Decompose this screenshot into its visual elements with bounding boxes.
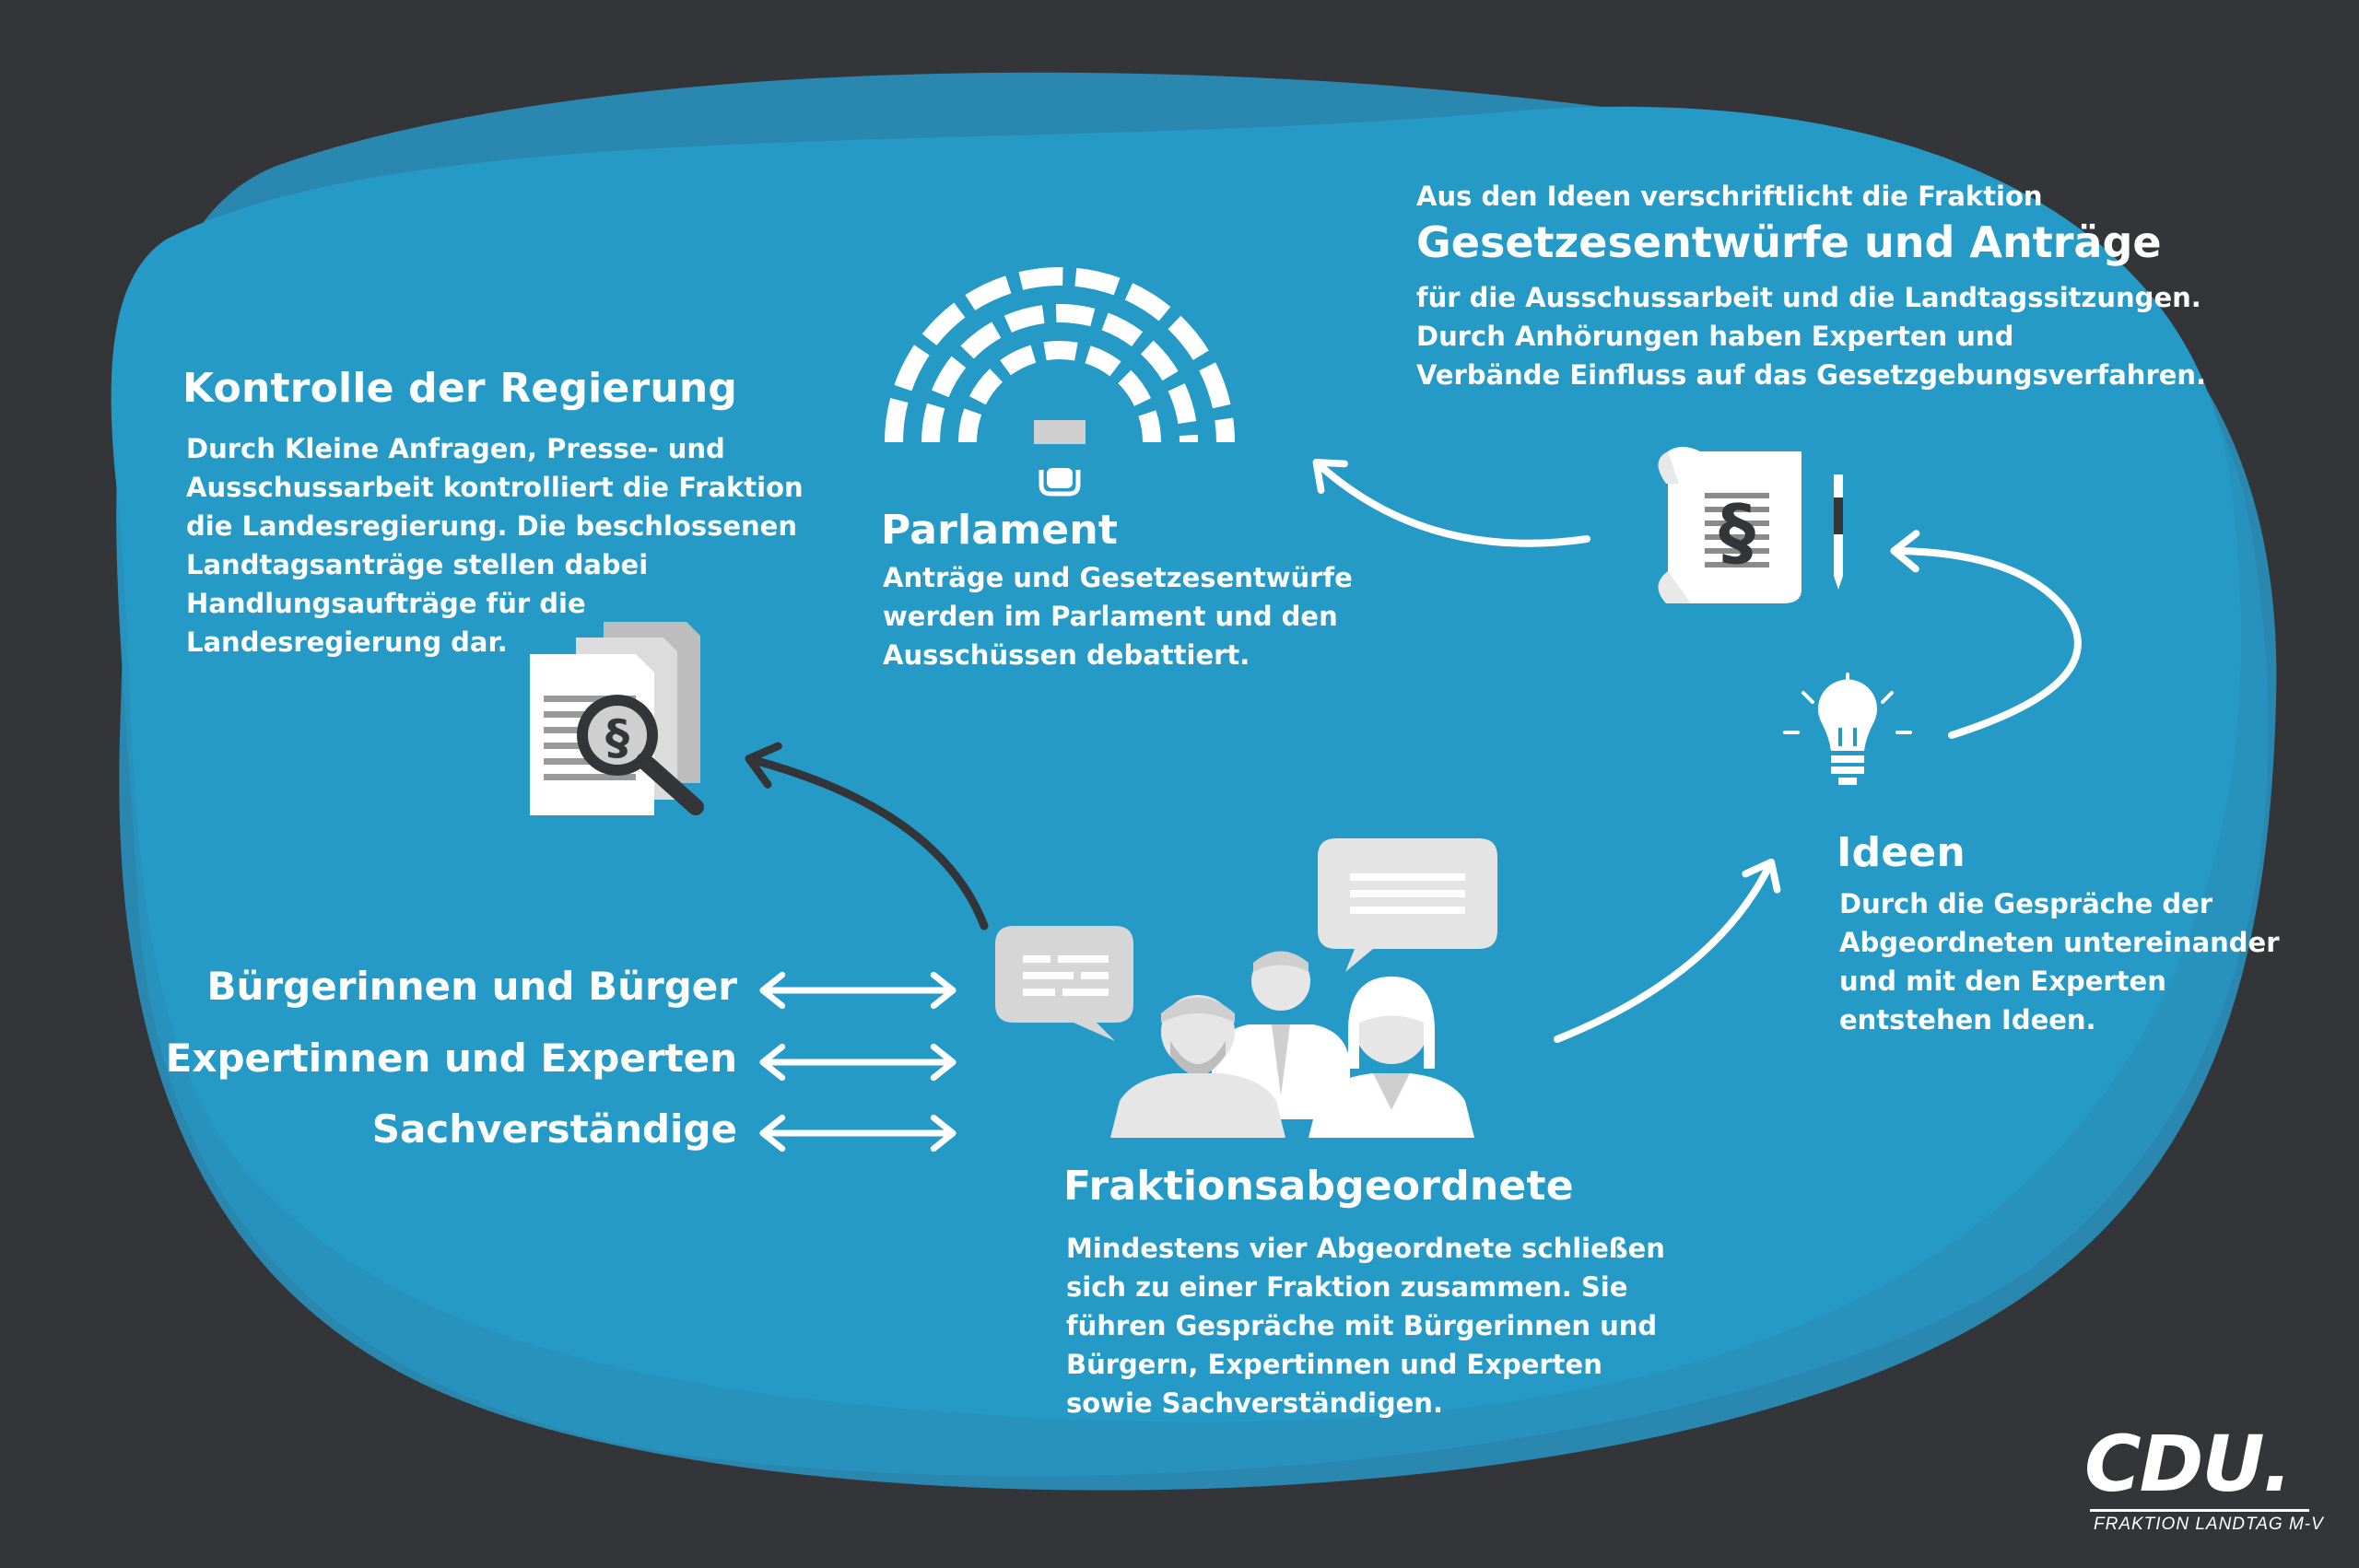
ideen-line: Durch die Gespräche der xyxy=(1839,888,2213,919)
parlament-line: werden im Parlament und den xyxy=(883,601,1338,632)
arrow-members-to-ideas xyxy=(1554,858,1781,1043)
kontrolle-line: Landesregierung dar. xyxy=(186,626,508,658)
kontrolle-line: Ausschussarbeit kontrolliert die Fraktio… xyxy=(186,472,804,503)
kontrolle-description: Durch Kleine Anfragen, Presse- und Aussc… xyxy=(186,429,804,661)
fraktion-line: sich zu einer Fraktion zusammen. Sie xyxy=(1066,1271,1628,1303)
logo-rule xyxy=(2090,1509,2309,1512)
ideen-line: und mit den Experten xyxy=(1839,965,2166,997)
gesetz-title: Gesetzesentwürfe und Anträge xyxy=(1416,217,2162,267)
group-label-specialists: Sachverständige xyxy=(371,1106,737,1152)
arrow-law-to-parliament xyxy=(1312,458,1590,547)
group-label-citizens: Bürgerinnen und Bürger xyxy=(206,964,737,1009)
parliament-hemicycle-icon xyxy=(885,267,1235,497)
parlament-description: Anträge und Gesetzesentwürfe werden im P… xyxy=(883,558,1353,674)
arrow-members-to-control xyxy=(745,742,989,930)
documents-magnifier-icon: § xyxy=(530,622,704,815)
parlament-line: Anträge und Gesetzesentwürfe xyxy=(883,562,1353,593)
kontrolle-line: Durch Kleine Anfragen, Presse- und xyxy=(186,433,725,464)
svg-text:§: § xyxy=(1719,489,1755,575)
fraktion-line: führen Gespräche mit Bürgerinnen und xyxy=(1066,1310,1658,1341)
arrow-ideas-to-law xyxy=(1890,530,2082,739)
ideen-title: Ideen xyxy=(1837,829,1966,876)
group-label-experts: Expertinnen und Experten xyxy=(165,1036,737,1081)
background-blob-front xyxy=(111,106,2242,1422)
speech-bubble-icon xyxy=(995,926,1133,1041)
fraktion-line: Mindestens vier Abgeordnete schließen xyxy=(1066,1233,1665,1264)
gesetz-line: Durch Anhörungen haben Experten und xyxy=(1416,321,2014,352)
fraktion-description: Mindestens vier Abgeordnete schließen si… xyxy=(1066,1229,1665,1422)
parlament-title: Parlament xyxy=(881,507,1119,554)
logo-subtitle: FRAKTION LANDTAG M-V xyxy=(2094,1515,2324,1534)
kontrolle-title: Kontrolle der Regierung xyxy=(182,365,738,412)
lightbulb-icon xyxy=(1783,673,1912,785)
people-group-icon xyxy=(1110,951,1474,1138)
ideen-line: entstehen Ideen. xyxy=(1839,1004,2096,1036)
parlament-line: Ausschüssen debattiert. xyxy=(883,639,1250,671)
gesetz-line: für die Ausschussarbeit und die Landtags… xyxy=(1416,282,2201,313)
ideen-description: Durch die Gespräche der Abgeordneten unt… xyxy=(1839,884,2280,1039)
fraktion-line: sowie Sachverständigen. xyxy=(1066,1387,1443,1419)
paragraph-scroll-icon: § xyxy=(1658,447,1843,603)
logo-wordmark: CDU. xyxy=(2084,1419,2292,1509)
cdu-logo: CDU. FRAKTION LANDTAG M-V xyxy=(2084,1419,2323,1534)
fraktion-title: Fraktionsabgeordnete xyxy=(1063,1163,1574,1210)
kontrolle-line: Handlungsaufträge für die xyxy=(186,588,586,619)
gesetz-line: Verbände Einfluss auf das Gesetzgebungsv… xyxy=(1416,359,2207,391)
fraktion-line: Bürgern, Expertinnen und Experten xyxy=(1066,1349,1602,1380)
gesetz-intro: Aus den Ideen verschriftlicht die Frakti… xyxy=(1416,181,2043,212)
double-arrow-icon-group xyxy=(759,971,957,1153)
gesetz-description: für die Ausschussarbeit und die Landtags… xyxy=(1416,278,2206,394)
ideen-line: Abgeordneten untereinander xyxy=(1839,927,2280,958)
kontrolle-line: die Landesregierung. Die beschlossenen xyxy=(186,510,797,542)
speech-bubble-icon-2 xyxy=(1318,838,1497,972)
svg-text:§: § xyxy=(605,710,629,766)
kontrolle-line: Landtagsanträge stellen dabei xyxy=(186,549,649,580)
